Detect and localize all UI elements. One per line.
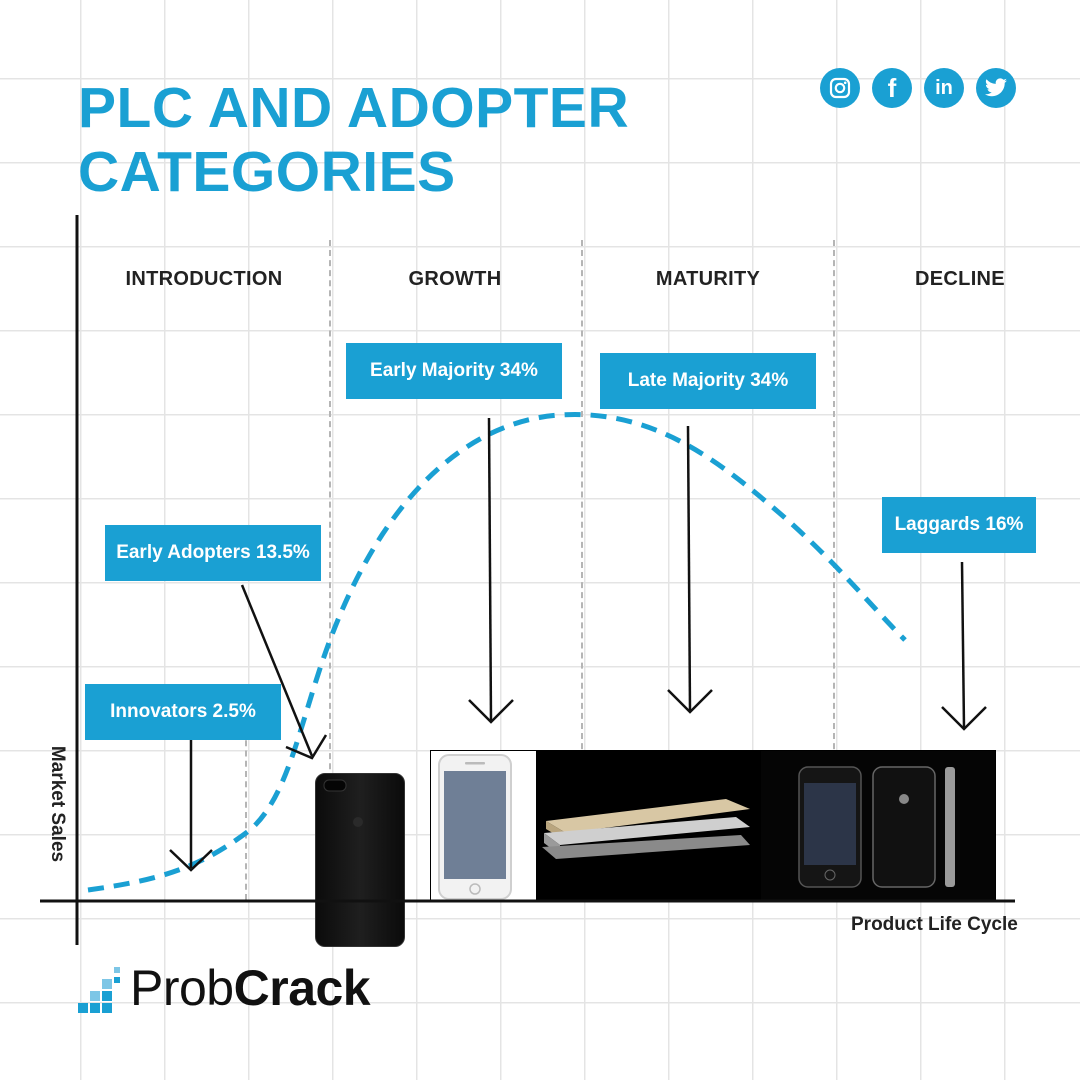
adoption-curve [87,412,907,893]
label-innovators: Innovators 2.5% [85,684,281,740]
twitter-icon[interactable] [976,68,1016,108]
phone-photo-iphone-7-plus [315,773,405,947]
instagram-icon[interactable] [820,68,860,108]
linkedin-icon[interactable]: in [924,68,964,108]
brand-logo: ProbCrack [78,955,371,1016]
social-links: f in [820,68,1016,108]
logo-bars-icon [78,967,120,1013]
label-early-adopters: Early Adopters 13.5% [105,525,321,581]
arrow-early-adopters [240,584,328,760]
stage-introduction: INTRODUCTION [125,268,283,290]
label-laggards: Laggards 16% [882,497,1036,553]
y-axis-label: Market Sales [47,745,68,863]
stage-maturity: MATURITY [655,268,761,290]
stage-divider [581,240,583,900]
stage-divider [833,240,835,900]
arrow-early-majority [468,417,514,724]
stage-divider [329,240,331,900]
arrow-late-majority [667,425,713,714]
arrow-innovators [169,738,213,872]
page-title: PLC AND ADOPTER CATEGORIES [78,76,630,204]
label-late-majority: Late Majority 34% [600,353,816,409]
x-axis-label: Product Life Cycle [851,914,1018,935]
phone-photo-iphone-5s [536,751,761,901]
label-early-majority: Early Majority 34% [346,343,562,399]
logo-text: ProbCrack [130,960,371,1016]
stage-decline: DECLINE [915,268,1005,290]
stage-divider [245,730,247,900]
phone-photo-iphone-6 [431,751,536,901]
stage-growth: GROWTH [408,268,502,290]
phone-photo-iphone-4 [761,751,995,901]
arrow-laggards [941,561,987,731]
facebook-icon[interactable]: f [872,68,912,108]
